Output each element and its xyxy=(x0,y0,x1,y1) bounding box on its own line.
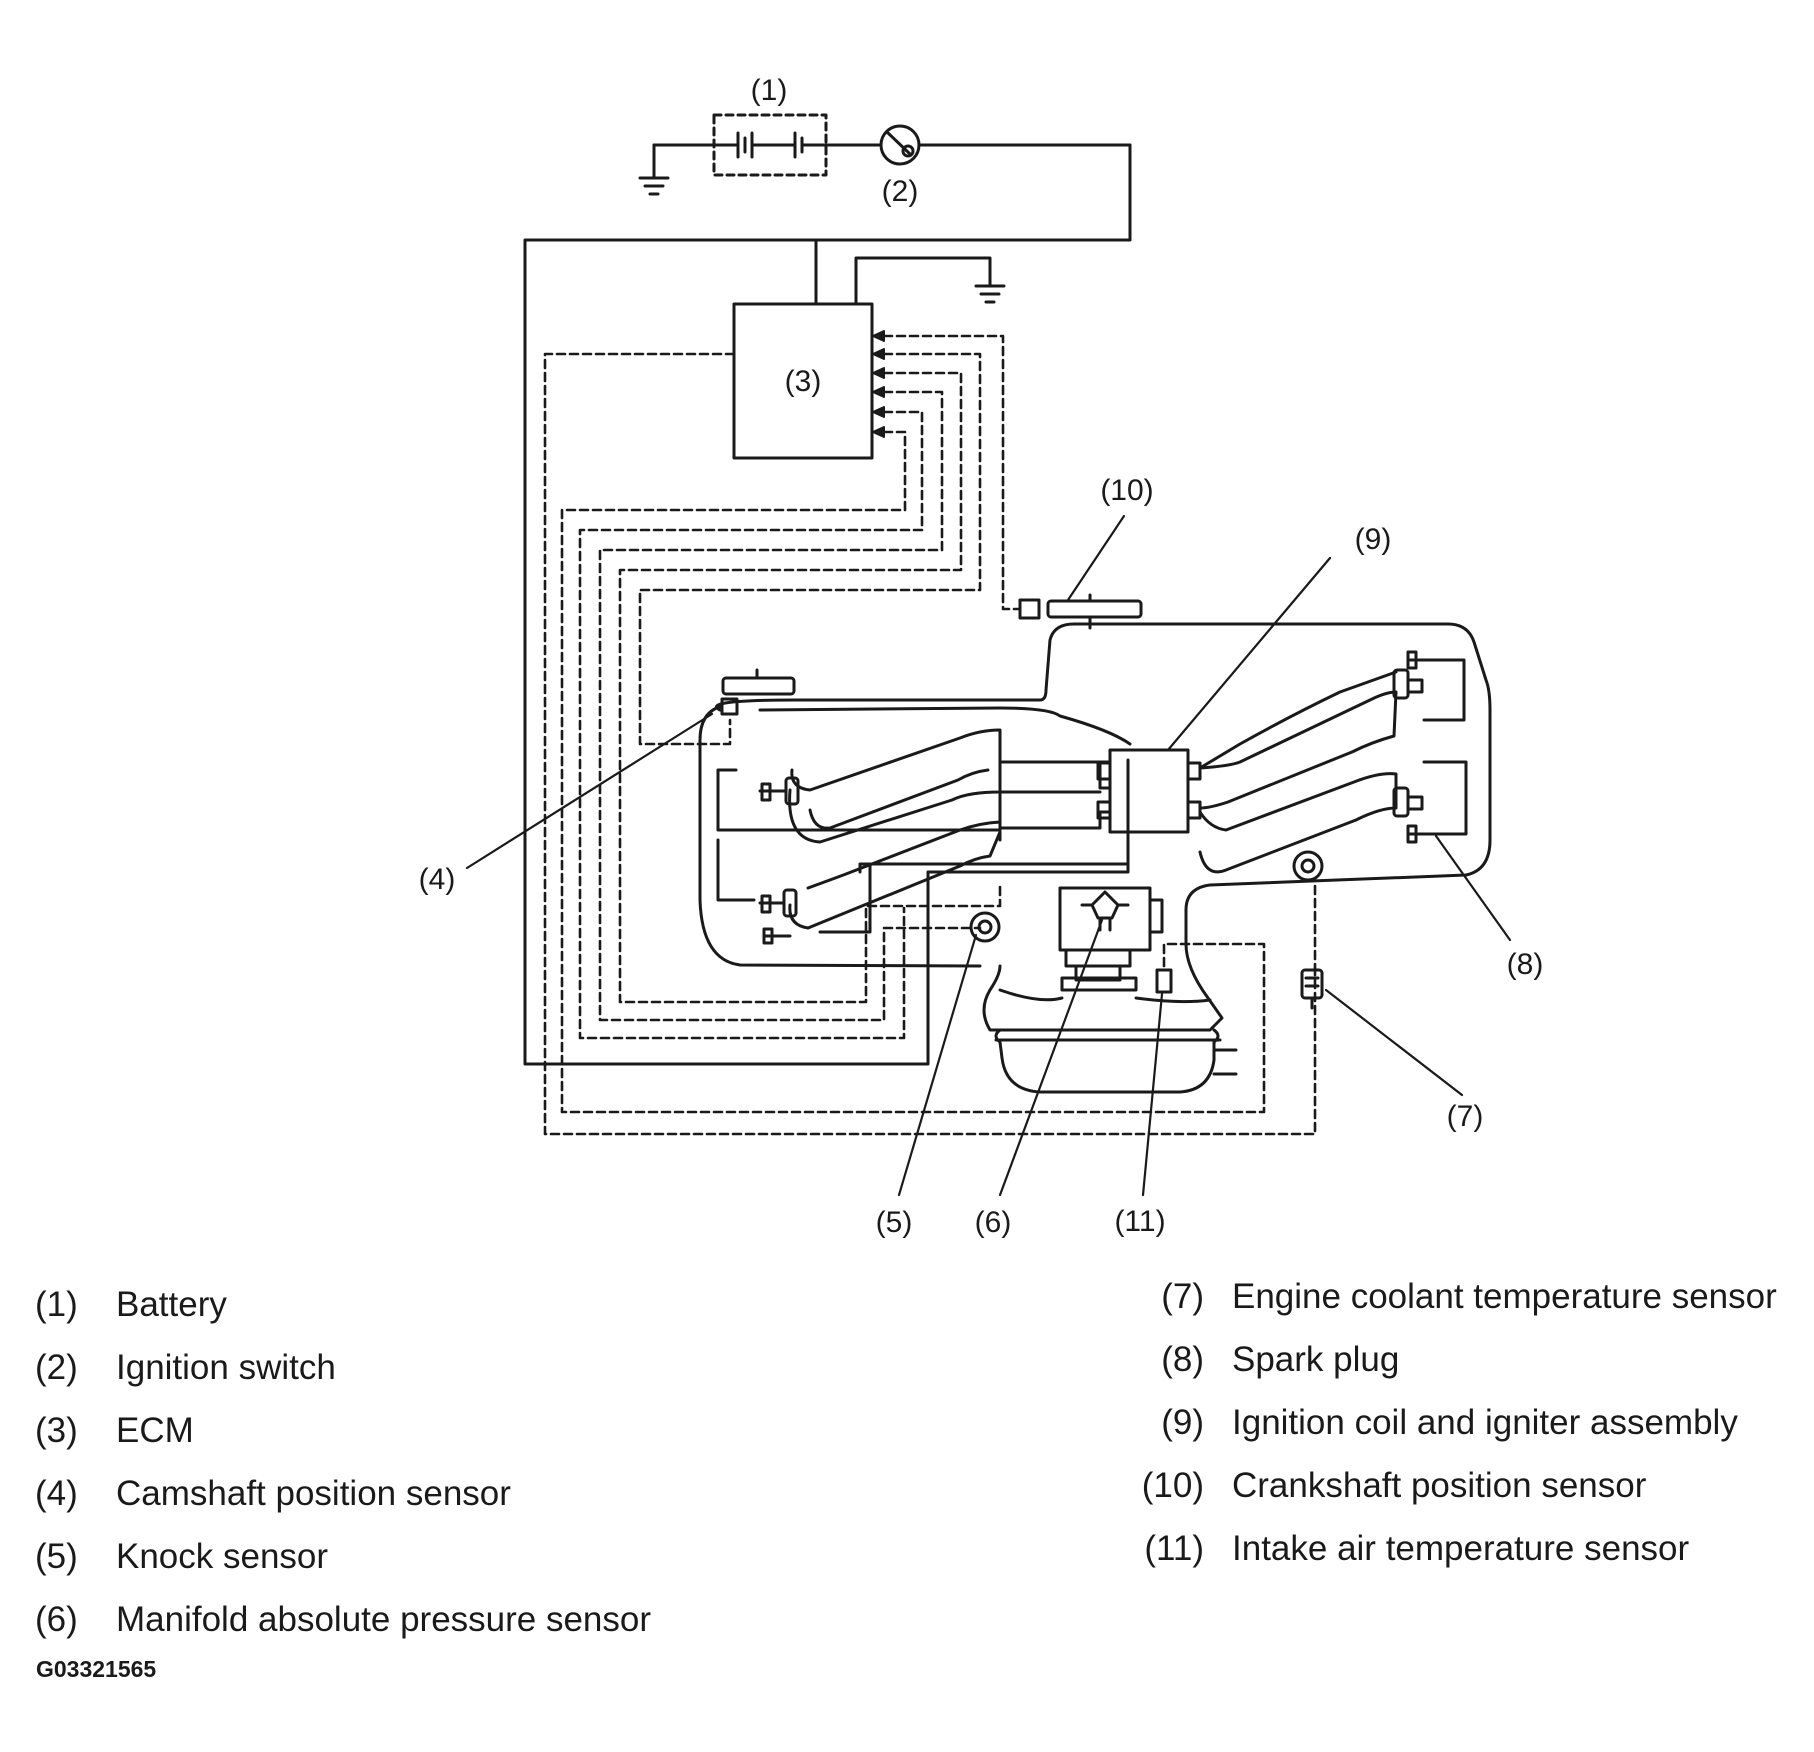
legend-item: (2) Ignition switch xyxy=(35,1336,651,1399)
legend-item: (3) ECM xyxy=(35,1399,651,1462)
ecm-ground-icon xyxy=(974,284,1006,304)
knock-sensor-shape xyxy=(969,911,1001,943)
legend-item: (6) Manifold absolute pressure sensor xyxy=(35,1588,651,1651)
ignition-switch-symbol xyxy=(879,124,1132,166)
right-bank-leads xyxy=(1198,650,1468,874)
legend-number: (11) xyxy=(1144,1528,1204,1568)
legend-number: (1) xyxy=(35,1284,78,1324)
ecm-box xyxy=(732,302,874,460)
intake-assembly-shape xyxy=(994,948,1238,1094)
ecm-input-arrows xyxy=(872,330,885,438)
legend-label: Crankshaft position sensor xyxy=(1232,1465,1647,1505)
callout-8: (8) xyxy=(1507,948,1544,981)
legend-number: (9) xyxy=(1161,1402,1204,1442)
legend-label: Spark plug xyxy=(1232,1339,1400,1379)
callout-9: (9) xyxy=(1355,523,1392,556)
ignition-coil-shape xyxy=(1096,748,1202,834)
legend-left-column: (1) Battery (2) Ignition switch (3) ECM (4)… xyxy=(35,1273,651,1651)
callout-2: (2) xyxy=(882,175,919,208)
callout-5: (5) xyxy=(876,1206,913,1239)
callout-4: (4) xyxy=(419,863,456,896)
legend-label: Engine coolant temperature sensor xyxy=(1232,1276,1777,1316)
legend-item: (7) Engine coolant temperature sensor xyxy=(1100,1265,1777,1328)
left-bank-coil-wires xyxy=(716,760,1130,934)
legend-label: Camshaft position sensor xyxy=(116,1473,511,1513)
manifold-pressure-sensor-shape xyxy=(1058,886,1164,952)
intake-air-temperature-sensor-shape xyxy=(1155,968,1173,994)
figure-code: G03321565 xyxy=(36,1656,157,1682)
legend-item: (11) Intake air temperature sensor xyxy=(1100,1517,1777,1580)
legend-label: Manifold absolute pressure sensor xyxy=(116,1599,652,1639)
legend-item: (5) Knock sensor xyxy=(35,1525,651,1588)
battery-symbol xyxy=(652,113,882,177)
legend-number: (3) xyxy=(35,1410,78,1450)
callout-11: (11) xyxy=(1114,1205,1165,1238)
legend-item: (10) Crankshaft position sensor xyxy=(1100,1454,1777,1517)
callout-10: (10) xyxy=(1100,474,1153,507)
legend-label: Intake air temperature sensor xyxy=(1232,1528,1690,1568)
camshaft-position-sensor-shape xyxy=(720,668,796,716)
legend-right-column: (7) Engine coolant temperature sensor (8)… xyxy=(1100,1265,1777,1580)
legend-number: (6) xyxy=(35,1599,78,1639)
battery-ground-icon xyxy=(638,143,670,196)
legend-item: (9) Ignition coil and igniter assembly xyxy=(1100,1391,1777,1454)
crankshaft-position-sensor-shape xyxy=(1018,593,1143,630)
legend-item: (8) Spark plug xyxy=(1100,1328,1777,1391)
legend-label: Battery xyxy=(116,1284,227,1324)
engine-outline xyxy=(698,622,1492,1032)
callout-7: (7) xyxy=(1447,1100,1484,1133)
legend-label: ECM xyxy=(116,1410,194,1450)
legend-item: (4) Camshaft position sensor xyxy=(35,1462,651,1525)
callout-1: (1) xyxy=(751,74,788,107)
legend-number: (7) xyxy=(1161,1276,1204,1316)
legend-number: (8) xyxy=(1161,1339,1204,1379)
legend-number: (4) xyxy=(35,1473,78,1513)
legend-label: Ignition coil and igniter assembly xyxy=(1232,1402,1738,1442)
left-bank-leads xyxy=(758,728,1112,945)
legend-number: (10) xyxy=(1141,1465,1204,1505)
callout-3: (3) xyxy=(785,365,822,398)
leader-lines xyxy=(465,514,1512,1197)
legend-label: Ignition switch xyxy=(116,1347,336,1387)
coolant-temperature-sensor-shape xyxy=(1292,850,1324,1010)
signal-wiring xyxy=(543,334,1317,1136)
legend-label: Knock sensor xyxy=(116,1536,329,1576)
power-wiring xyxy=(523,143,1132,1066)
legend-item: (1) Battery xyxy=(35,1273,651,1336)
legend-number: (5) xyxy=(35,1536,78,1576)
callout-6: (6) xyxy=(975,1206,1012,1239)
legend-number: (2) xyxy=(35,1347,78,1387)
